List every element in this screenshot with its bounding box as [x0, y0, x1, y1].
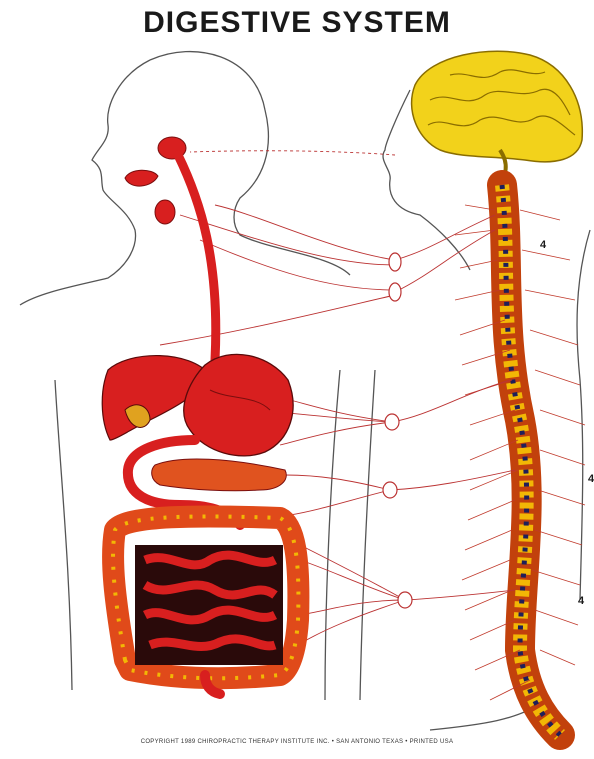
small-intestine [135, 545, 283, 665]
brain [412, 51, 583, 185]
spinal-level-label: 4 [578, 595, 585, 607]
nerve-ganglia [383, 253, 412, 608]
pancreas [152, 459, 287, 491]
right-body-outline [360, 90, 590, 730]
stomach [184, 354, 293, 456]
spinal-cord [502, 185, 560, 735]
spinal-level-label: 4 [588, 473, 594, 485]
salivary-glands [125, 137, 186, 224]
copyright-line: COPYRIGHT 1989 CHIROPRACTIC THERAPY INST… [0, 739, 594, 745]
esophagus [178, 155, 216, 360]
spinal-level-label: 4 [540, 239, 547, 251]
